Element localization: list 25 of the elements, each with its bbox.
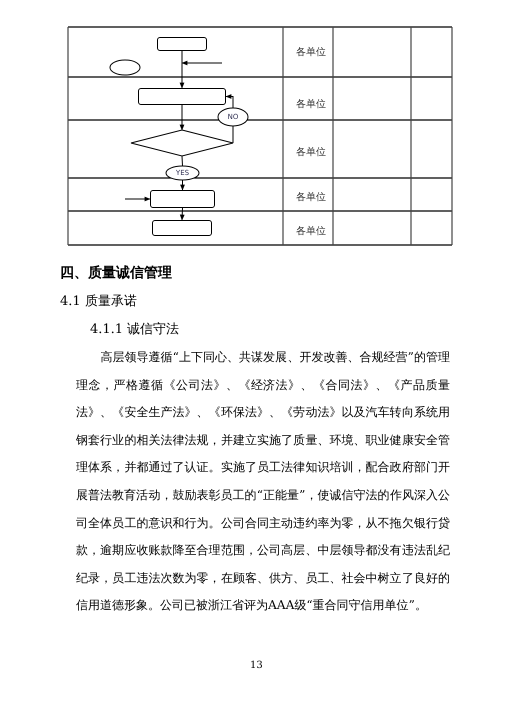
body-paragraph: 高层领导遵循“上下同心、共谋发展、开发改善、合规经营”的管理理念，严格遵循《公司法》、《经济法》、《合同法》、《产品质量法》、《安全生产法》、《环保法》、《劳动法》以及汽车转向系统用钢套行业的相关法律法规，并建立实施了质量、环境、职业健康安全管理体系，并都通过了认证。实施了员工法律知识培训，配合政府部门开展普法教育活动，鼓励表彰员工的“正能量”，使诚信守法的作风深入公司全体员工的意识和行为。公司合同主动违约率为零，从不拖欠银行贷款，逾期应收账款降至合理范围，公司高层、中层领导都没有违法乱纪纪录，员工违法次数为零，在顾客、供方、员工、社会中树立了良好的信用道德形象。公司已被浙江省评为AAA级“重合同守信用单位”。 — [76, 349, 450, 614]
process-box — [157, 37, 207, 51]
answer-oval — [218, 108, 248, 126]
cell-text: 各单位 — [296, 46, 326, 59]
process-box — [150, 190, 215, 208]
empty-ellipse — [110, 60, 140, 75]
answer-oval — [166, 166, 199, 180]
decision-diamond — [131, 130, 233, 156]
cell-text: 各单位 — [296, 146, 326, 159]
cell-text: 各单位 — [296, 98, 326, 111]
subsection-heading: 4.1 质量承诺 — [60, 293, 137, 310]
arrow — [180, 208, 185, 221]
arrow — [181, 60, 222, 66]
arrow — [180, 50, 184, 89]
cell-text: 各单位 — [296, 224, 326, 238]
arrow — [180, 180, 185, 191]
section-heading: 四、质量诚信管理 — [60, 264, 172, 282]
process-box — [152, 220, 212, 236]
arrow — [180, 104, 184, 131]
subsubsection-heading: 4.1.1 诚信守法 — [90, 321, 180, 338]
arrow — [225, 94, 234, 108]
cell-text: 各单位 — [296, 190, 326, 204]
process-box — [138, 88, 226, 105]
arrow — [124, 196, 151, 202]
page-number: 13 — [250, 660, 263, 671]
